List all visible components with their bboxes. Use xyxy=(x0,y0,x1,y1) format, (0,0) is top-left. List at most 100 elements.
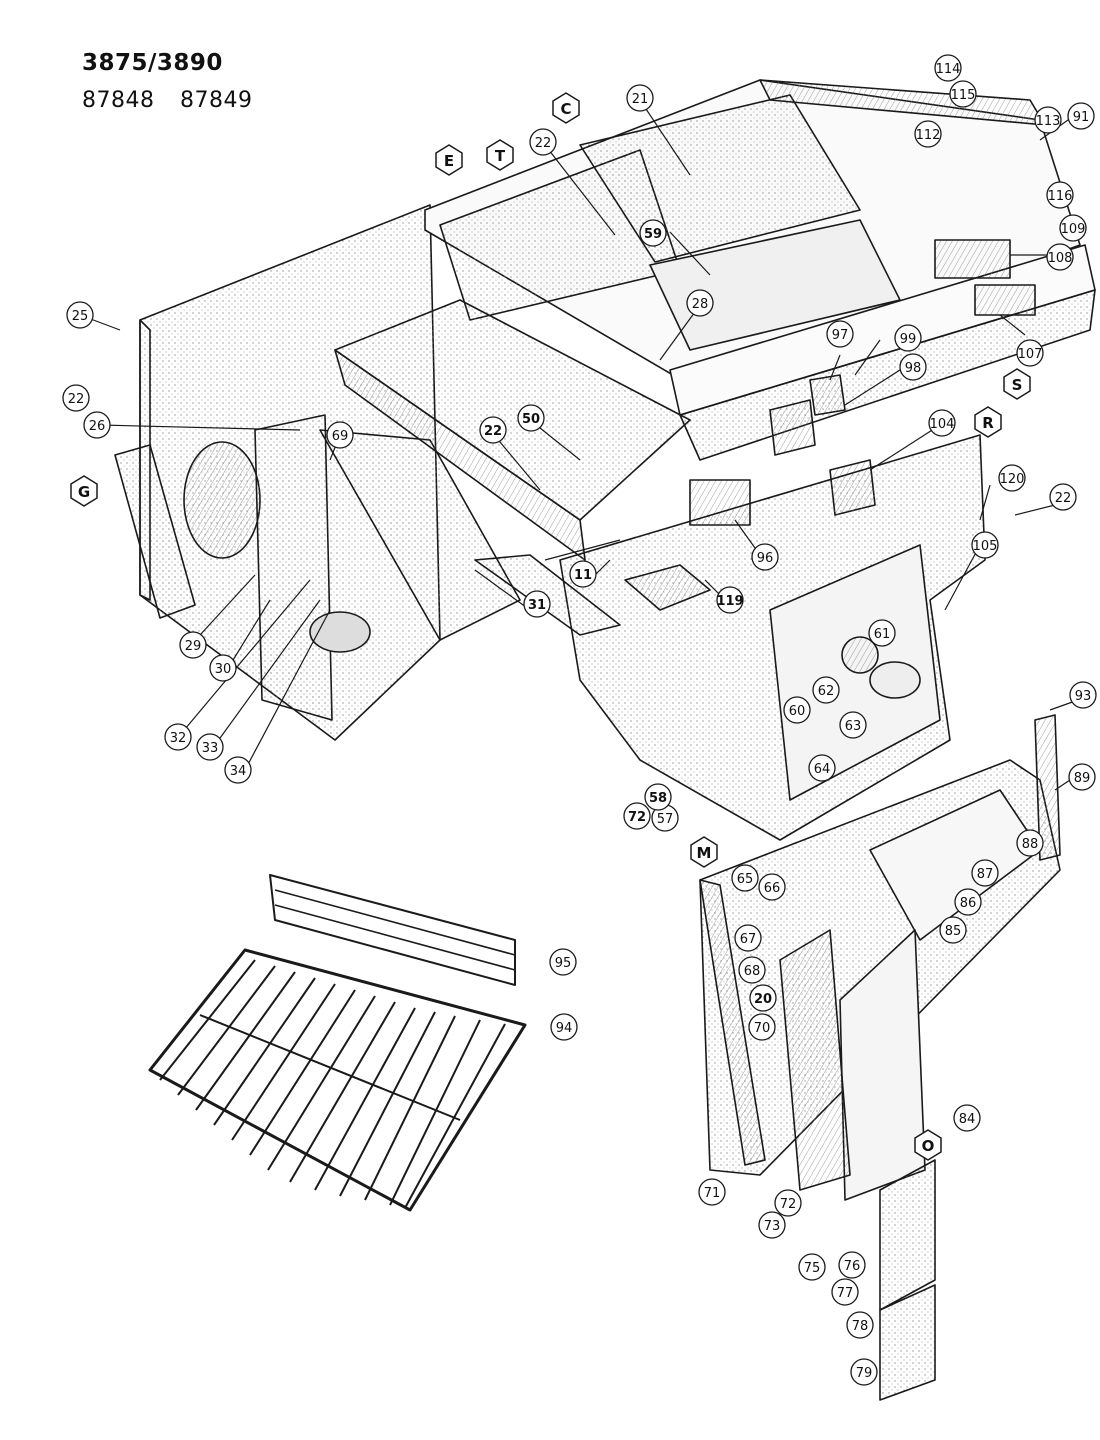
callout: 104 xyxy=(928,409,956,437)
callout: 61 xyxy=(868,619,896,647)
svg-text:68: 68 xyxy=(744,964,761,979)
svg-text:115: 115 xyxy=(951,88,976,103)
callout: 85 xyxy=(939,916,967,944)
section-label: M xyxy=(690,836,718,868)
callout: 33 xyxy=(196,733,224,761)
section-label: C xyxy=(552,92,580,124)
svg-text:85: 85 xyxy=(945,924,962,939)
callout: 22 xyxy=(479,416,507,444)
oven-base xyxy=(319,429,521,641)
callout: 108 xyxy=(1046,243,1074,271)
section-labels: E T C G S R M O xyxy=(70,92,1031,1161)
rack-guide xyxy=(269,874,516,986)
svg-text:98: 98 xyxy=(905,361,922,376)
svg-text:22: 22 xyxy=(535,136,552,151)
svg-text:116: 116 xyxy=(1048,189,1073,204)
part-number: 87849 xyxy=(180,88,253,113)
svg-text:69: 69 xyxy=(332,429,349,444)
callout: 62 xyxy=(812,676,840,704)
svg-text:64: 64 xyxy=(814,762,831,777)
svg-text:28: 28 xyxy=(692,297,709,312)
svg-text:C: C xyxy=(560,100,571,118)
svg-text:114: 114 xyxy=(936,62,961,77)
svg-text:65: 65 xyxy=(737,872,754,887)
callout: 58 xyxy=(644,783,672,811)
callout: 26 xyxy=(83,411,111,439)
callout: 120 xyxy=(998,464,1026,492)
part-callouts: 21 22 22 22 22 25 26 28 29 30 31 32 33 3… xyxy=(62,54,1097,1386)
svg-text:O: O xyxy=(922,1137,935,1155)
callout: 34 xyxy=(224,756,252,784)
callout: 20 xyxy=(749,984,777,1012)
svg-text:109: 109 xyxy=(1061,222,1086,237)
bake-element-62 xyxy=(841,636,879,674)
callout: 71 xyxy=(698,1178,726,1206)
svg-text:95: 95 xyxy=(555,956,572,971)
svg-text:119: 119 xyxy=(716,594,743,609)
switch-97 xyxy=(809,374,846,416)
svg-text:77: 77 xyxy=(837,1286,854,1301)
svg-text:63: 63 xyxy=(845,719,862,734)
callout: 70 xyxy=(748,1013,776,1041)
svg-text:88: 88 xyxy=(1022,837,1039,852)
base-opening xyxy=(309,611,371,653)
svg-text:97: 97 xyxy=(832,328,849,343)
svg-text:21: 21 xyxy=(632,92,649,107)
callout: 99 xyxy=(894,324,922,352)
heat-shield-119 xyxy=(624,564,711,611)
callout: 28 xyxy=(686,289,714,317)
section-label: S xyxy=(1003,368,1031,400)
svg-text:84: 84 xyxy=(959,1112,976,1127)
svg-text:59: 59 xyxy=(644,227,662,242)
svg-text:113: 113 xyxy=(1036,114,1061,129)
svg-text:62: 62 xyxy=(818,684,835,699)
callout: 30 xyxy=(209,654,237,682)
callout: 73 xyxy=(758,1211,786,1239)
svg-text:105: 105 xyxy=(973,539,998,554)
svg-text:70: 70 xyxy=(754,1021,771,1036)
svg-text:72: 72 xyxy=(780,1197,797,1212)
svg-text:26: 26 xyxy=(89,419,106,434)
svg-text:99: 99 xyxy=(900,332,917,347)
part-number: 87848 xyxy=(82,88,155,113)
svg-text:60: 60 xyxy=(789,704,806,719)
callout: 107 xyxy=(1016,339,1044,367)
svg-text:E: E xyxy=(444,152,454,170)
svg-text:20: 20 xyxy=(754,992,772,1007)
callout: 113 xyxy=(1034,106,1062,134)
door-liner xyxy=(779,929,851,1191)
handle-89 xyxy=(1034,714,1061,861)
callout: 87 xyxy=(971,859,999,887)
callout: 84 xyxy=(953,1104,981,1132)
svg-text:58: 58 xyxy=(649,791,667,806)
callout: 78 xyxy=(846,1311,874,1339)
vent-opening xyxy=(183,441,261,559)
svg-text:50: 50 xyxy=(522,412,540,427)
callout: 114 xyxy=(934,54,962,82)
svg-text:22: 22 xyxy=(68,392,85,407)
svg-text:M: M xyxy=(697,844,712,862)
svg-text:33: 33 xyxy=(202,741,219,756)
callout: 67 xyxy=(734,924,762,952)
svg-text:29: 29 xyxy=(185,639,202,654)
callout: 75 xyxy=(798,1253,826,1281)
section-label: O xyxy=(914,1129,942,1161)
door-side-67 xyxy=(699,879,766,1166)
callout: 22 xyxy=(62,384,90,412)
model-title: 3875/3890 xyxy=(82,50,223,76)
burner-box-rear xyxy=(254,414,333,721)
svg-text:94: 94 xyxy=(556,1021,573,1036)
callout: 59 xyxy=(639,219,667,247)
svg-text:32: 32 xyxy=(170,731,187,746)
callout: 109 xyxy=(1059,214,1087,242)
callout: 86 xyxy=(954,888,982,916)
callout: 96 xyxy=(751,543,779,571)
svg-text:86: 86 xyxy=(960,896,977,911)
callout: 63 xyxy=(839,711,867,739)
callout: 22 xyxy=(529,128,557,156)
oven-rack-wires xyxy=(159,959,506,1209)
section-label: R xyxy=(974,406,1002,438)
svg-text:25: 25 xyxy=(72,309,89,324)
svg-text:22: 22 xyxy=(1055,491,1072,506)
